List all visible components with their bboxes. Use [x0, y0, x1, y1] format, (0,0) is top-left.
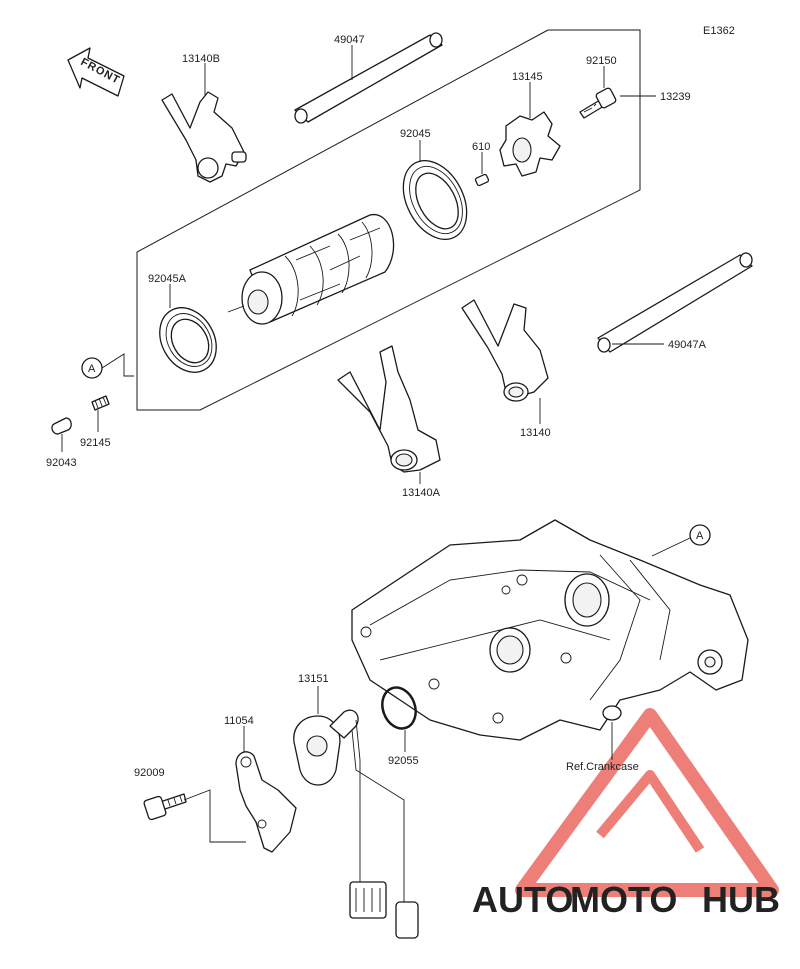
shift-fork-13140B [161, 91, 247, 183]
label-13140A: 13140A [402, 487, 441, 499]
fork-shaft-49047A [597, 252, 753, 353]
assembly-frame [136, 29, 641, 411]
fork-shaft-49047 [294, 32, 443, 124]
label-610: 610 [472, 141, 490, 153]
svg-text:A: A [88, 363, 96, 375]
label-13140B: 13140B [182, 53, 220, 65]
watermark-auto: AUTO [472, 879, 573, 920]
label-49047A: 49047A [668, 339, 707, 351]
label-13140: 13140 [520, 427, 551, 439]
label-13145: 13145 [512, 71, 543, 83]
leader-lines [61, 45, 664, 843]
part-labels: 13140B 49047 92150 13145 13239 92045 610… [46, 34, 707, 779]
bolt-92150 [579, 87, 617, 119]
label-92055: 92055 [388, 755, 419, 767]
label-13239: 13239 [660, 91, 691, 103]
bearing-92045 [402, 160, 468, 240]
pin-610 [474, 173, 490, 187]
shift-fork-13140 [461, 299, 549, 402]
label-92043: 92043 [46, 457, 77, 469]
plug-92043 [51, 417, 72, 435]
callout-a-lower: A [651, 524, 711, 557]
label-92145: 92145 [80, 437, 111, 449]
diagram-code: E1362 [703, 25, 735, 37]
front-arrow-icon: FRONT [67, 47, 125, 97]
watermark-logo: AUTO MOTO HUB [472, 708, 780, 920]
spring-92145 [91, 395, 110, 411]
shift-drum-cam-13145 [499, 111, 561, 177]
bolt-92009 [143, 793, 187, 821]
shift-fork-13140A [337, 345, 441, 473]
label-92045: 92045 [400, 128, 431, 140]
label-92045A: 92045A [148, 273, 187, 285]
svg-text:A: A [696, 530, 704, 542]
gear-position-sensor-13151 [293, 709, 419, 939]
label-11054: 11054 [224, 715, 254, 727]
label-49047: 49047 [334, 34, 365, 46]
crankcase [351, 519, 749, 741]
watermark-moto: MOTO [570, 879, 677, 920]
cover-plate-11054 [235, 751, 297, 853]
label-92150: 92150 [586, 55, 617, 67]
label-13151: 13151 [298, 673, 329, 685]
callout-a-upper: A [81, 353, 134, 379]
o-ring-92055 [381, 686, 417, 730]
shift-drum [227, 214, 395, 325]
label-92009: 92009 [134, 767, 165, 779]
label-ref-crankcase: Ref.Crankcase [566, 761, 639, 773]
watermark-hub: HUB [702, 879, 780, 920]
bearing-92045A [159, 307, 217, 373]
